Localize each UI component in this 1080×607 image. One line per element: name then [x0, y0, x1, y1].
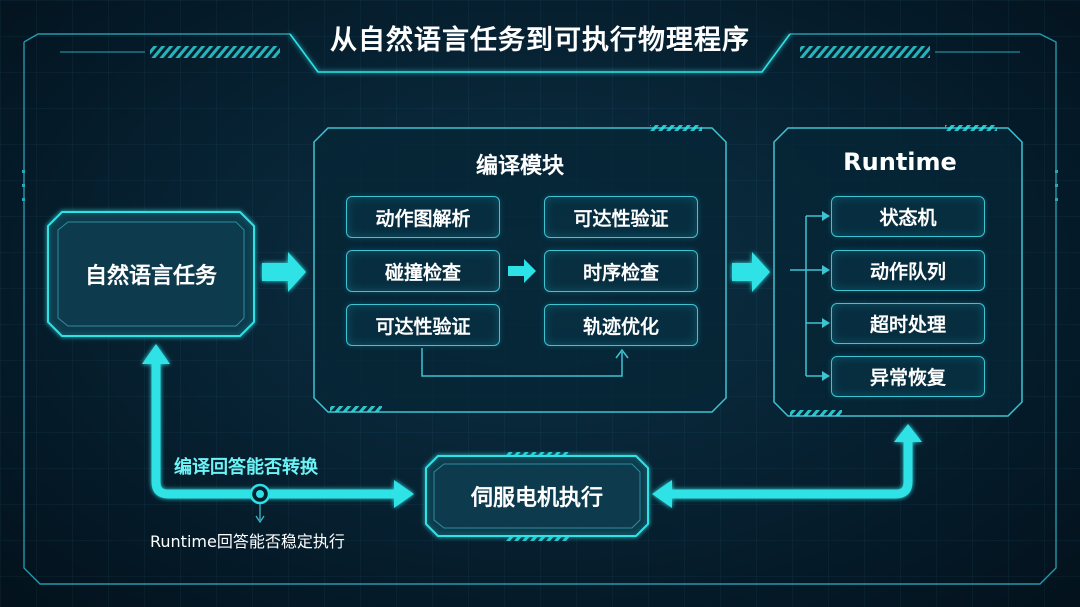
compile-module-title: 编译模块	[475, 154, 564, 179]
servo-box-frame	[425, 452, 649, 541]
outer-frame	[23, 33, 1057, 585]
title-deco-left	[150, 46, 280, 58]
step-trajectory-optimization: 轨迹优化	[544, 304, 698, 346]
input-task-label: 自然语言任务	[84, 264, 217, 289]
compile-loop-line	[421, 348, 629, 377]
feedback-arrowheads	[142, 344, 922, 508]
step-action-graph-parse: 动作图解析	[346, 196, 500, 238]
servo-execution-label: 伺服电机执行	[470, 486, 603, 511]
input-box-frame	[47, 211, 255, 337]
feedback-loop	[151, 357, 913, 499]
step-collision-check: 碰撞检查	[346, 250, 500, 292]
compile-question-label: 编译回答能否转换	[174, 457, 318, 478]
step-reachability-check-2: 可达性验证	[346, 304, 500, 346]
runtime-action-queue: 动作队列	[831, 250, 985, 291]
side-dots	[22, 170, 1058, 201]
arrow-collision-to-timing	[508, 259, 536, 283]
runtime-question-label: Runtime回答能否稳定执行	[150, 532, 345, 551]
checkpoint-node	[249, 483, 271, 524]
runtime-timeout-handling: 超时处理	[831, 303, 985, 344]
arrow-compile-to-runtime	[732, 252, 770, 292]
runtime-exception-recovery: 异常恢复	[831, 356, 985, 397]
arrow-input-to-compile	[262, 252, 306, 292]
page-title: 从自然语言任务到可执行物理程序	[330, 25, 750, 56]
step-reachability-check: 可达性验证	[544, 196, 698, 238]
runtime-state-machine: 状态机	[831, 196, 985, 237]
step-timing-check: 时序检查	[544, 250, 698, 292]
runtime-branch-arrowheads	[822, 211, 830, 381]
title-frame	[289, 33, 791, 73]
title-deco-right	[800, 46, 930, 58]
runtime-title: Runtime	[843, 148, 957, 176]
